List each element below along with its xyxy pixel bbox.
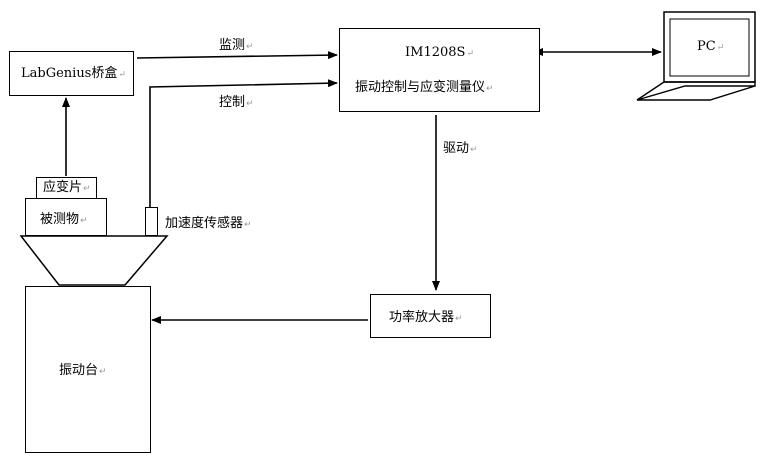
accelerometer-text: 加速度传感器 (165, 216, 244, 231)
accelerometer-label: 加速度传感器↵ (165, 216, 252, 233)
shaker-head (19, 235, 169, 286)
laptop-icon (636, 11, 756, 101)
monitor-text: 监测 (219, 38, 246, 53)
im1208s-box (339, 28, 540, 112)
return-mark: ↵ (118, 70, 126, 80)
im1208s-desc-text: 振动控制与应变测量仪 (355, 80, 486, 95)
shaker-box (25, 286, 151, 453)
drive-label: 驱动↵ (443, 141, 478, 158)
power-amp-text: 功率放大器 (389, 310, 455, 325)
shaker-label: 振动台↵ (59, 363, 107, 380)
labgenius-box (9, 51, 134, 96)
im1208s-desc-label: 振动控制与应变测量仪↵ (355, 80, 494, 97)
pc-label: PC↵ (697, 39, 724, 56)
control-text: 控制 (219, 95, 246, 110)
return-mark: ↵ (83, 184, 91, 194)
test-object-text: 被测物 (40, 212, 80, 227)
im1208s-model-text: IM1208S (405, 45, 466, 60)
monitor-label: 监测↵ (219, 38, 254, 55)
return-mark: ↵ (99, 367, 107, 377)
strain-gauge-label: 应变片↵ (43, 180, 91, 197)
labgenius-text: LabGenius桥盒 (21, 66, 118, 81)
control-arrow (149, 79, 338, 207)
strain-gauge-text: 应变片 (43, 180, 83, 195)
pc-text: PC (697, 39, 716, 54)
accelerometer-box (145, 207, 158, 236)
return-mark: ↵ (246, 42, 254, 52)
power-amp-label: 功率放大器↵ (389, 310, 463, 327)
im1208s-model-label: IM1208S↵ (405, 45, 474, 62)
return-mark: ↵ (486, 84, 494, 94)
test-object-box (25, 198, 107, 236)
return-mark: ↵ (470, 145, 478, 155)
shaker-text: 振动台 (59, 363, 99, 378)
return-mark: ↵ (716, 43, 725, 53)
power-amp-box (370, 294, 491, 338)
return-mark: ↵ (466, 49, 474, 59)
return-mark: ↵ (244, 220, 252, 230)
labgenius-label: LabGenius桥盒↵ (21, 66, 126, 83)
test-object-label: 被测物↵ (40, 212, 88, 229)
return-mark: ↵ (246, 99, 254, 109)
return-mark: ↵ (455, 314, 463, 324)
control-label: 控制↵ (219, 95, 254, 112)
return-mark: ↵ (80, 216, 88, 226)
monitor-arrow (136, 51, 338, 60)
drive-text: 驱动 (443, 141, 470, 156)
